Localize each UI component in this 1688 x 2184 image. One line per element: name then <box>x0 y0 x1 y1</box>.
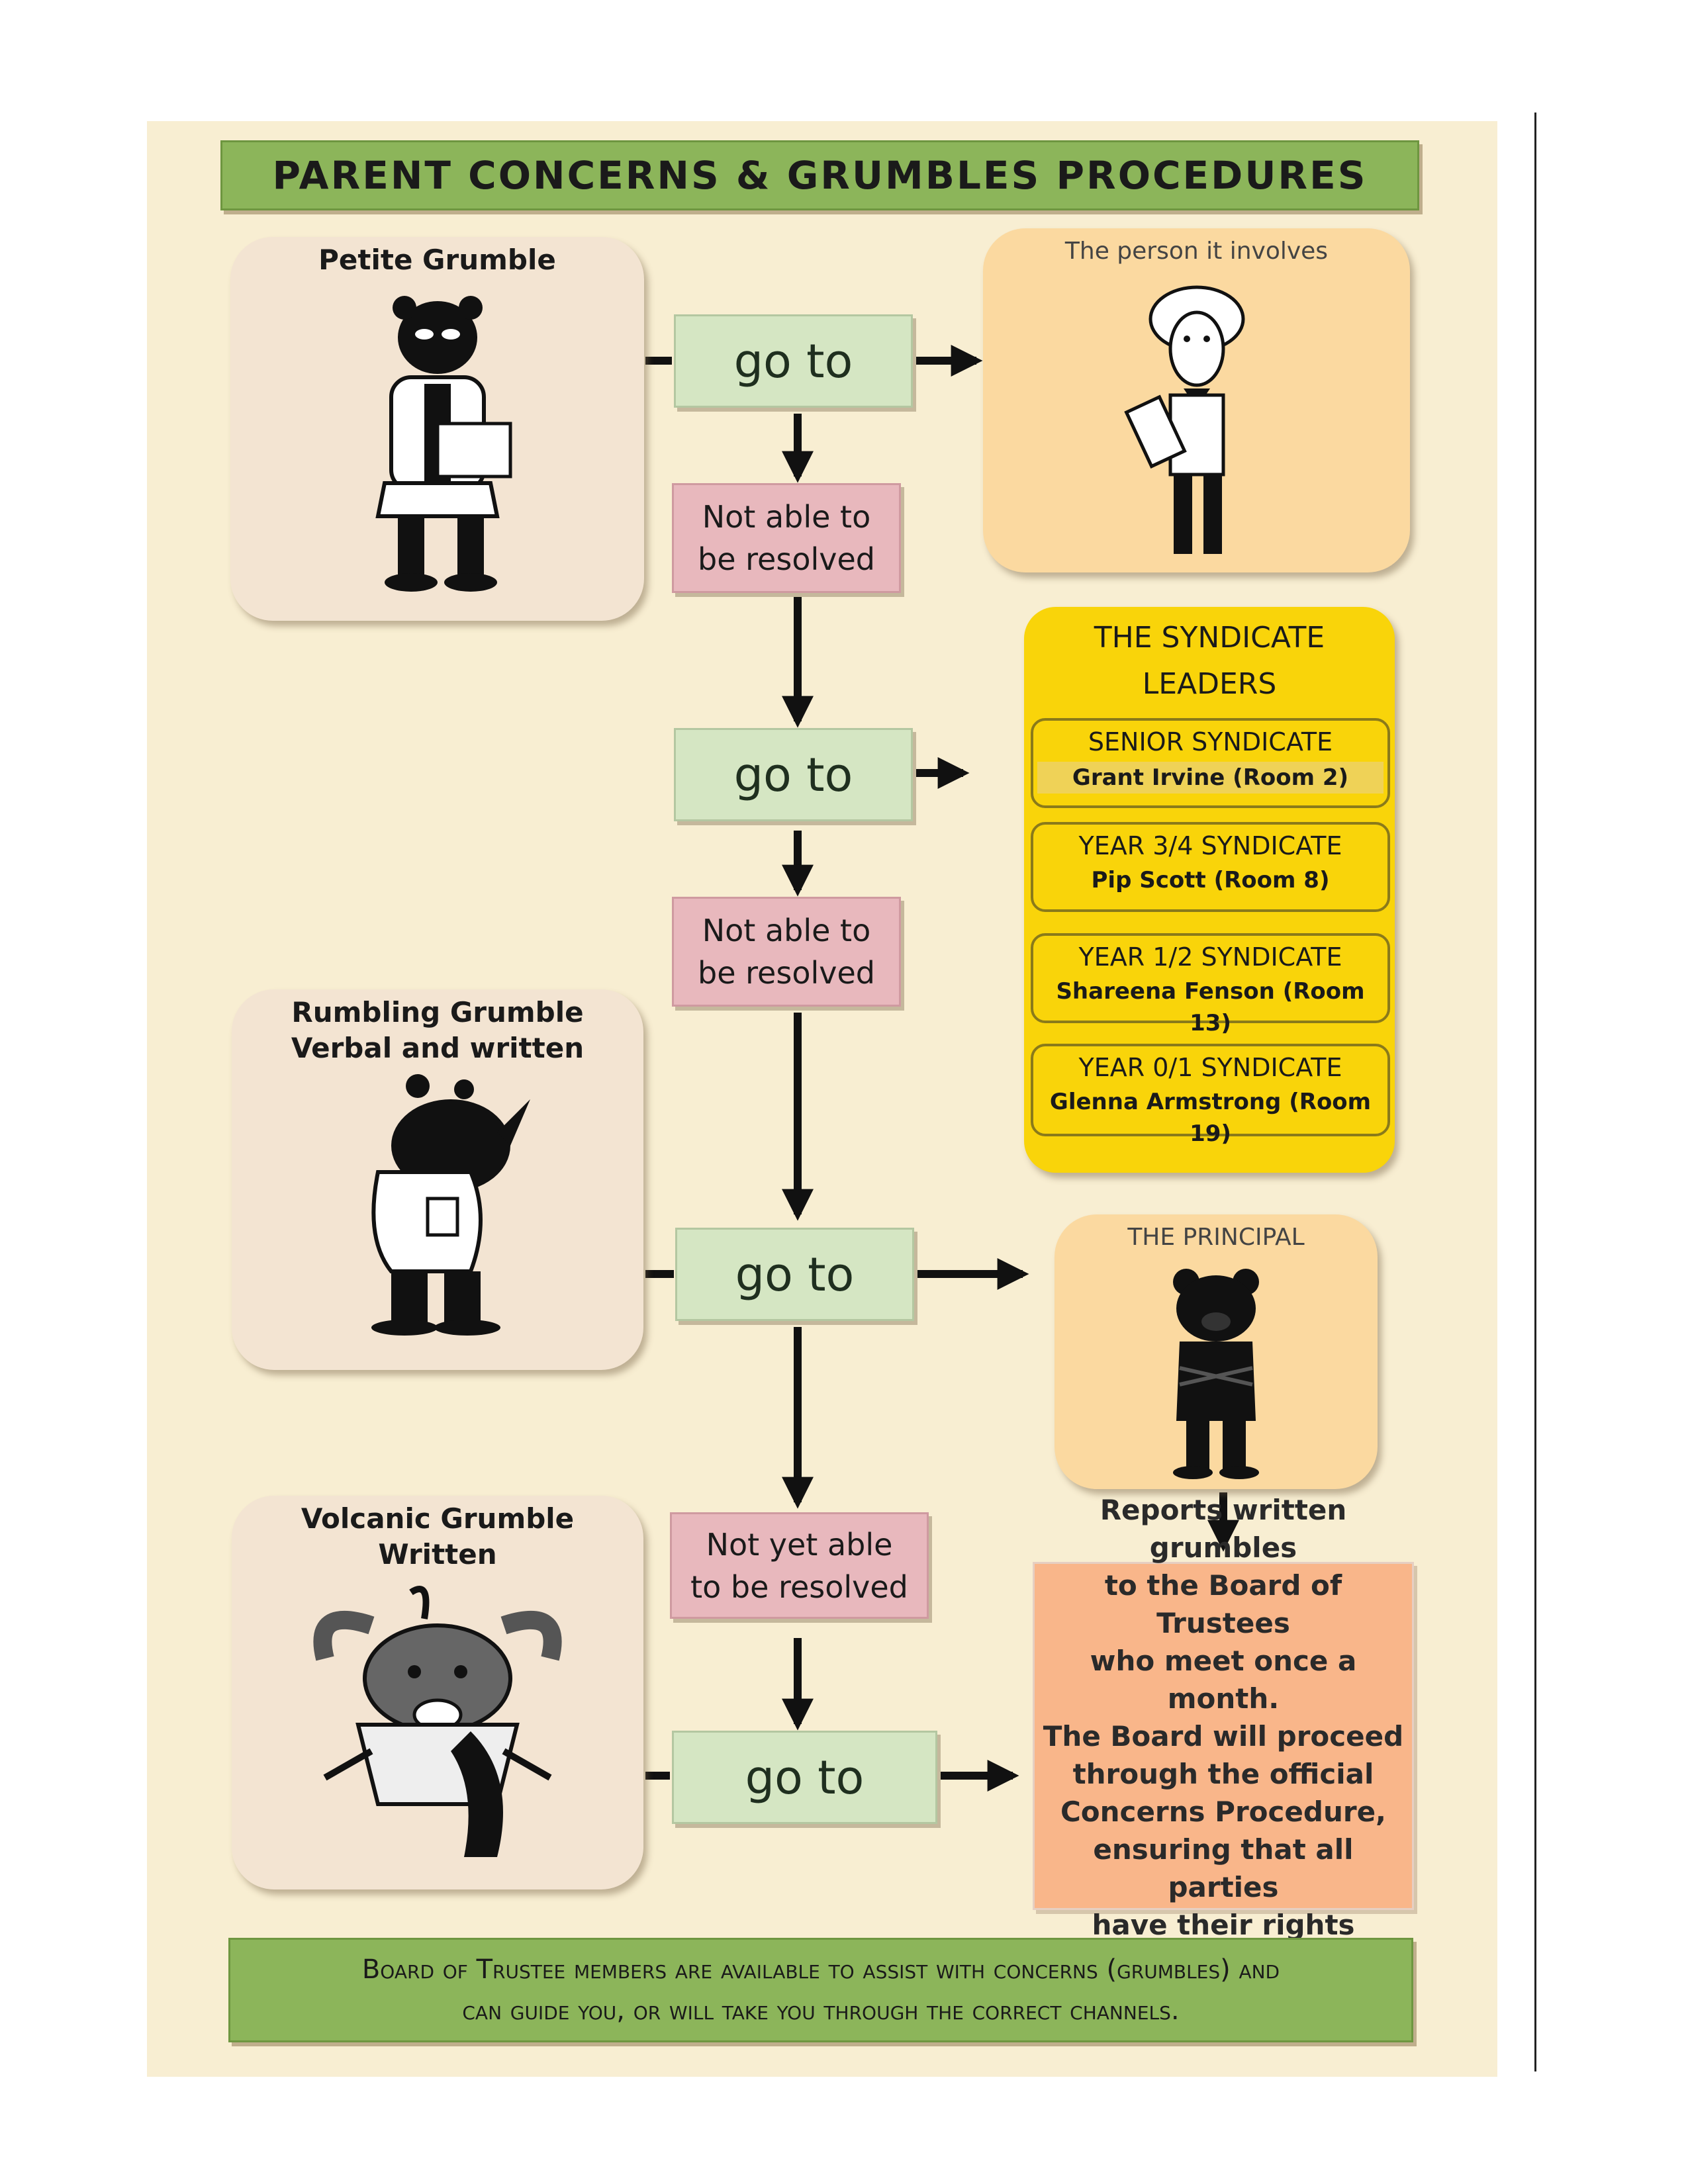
syndicate-group-leader: Shareena Fenson (Room 13) <box>1056 978 1365 1036</box>
not-resolved-line-2: be resolved <box>698 955 875 991</box>
not-yet-line-2: to be resolved <box>690 1569 908 1605</box>
not-resolved-box-1: Not able to be resolved <box>672 483 901 593</box>
not-yet-resolved-box: Not yet able to be resolved <box>670 1512 929 1619</box>
not-resolved-box-2: Not able to be resolved <box>672 897 901 1007</box>
bear-writing-icon <box>375 296 512 592</box>
syndicate-group-senior: SENIOR SYNDICATE Grant Irvine (Room 2) <box>1031 718 1390 808</box>
go-to-label: go to <box>745 1750 865 1805</box>
sheep-teacher-icon <box>1123 285 1244 554</box>
not-yet-line-1: Not yet able <box>706 1526 893 1563</box>
go-to-label: go to <box>733 747 853 802</box>
syndicate-group-year-0-1: YEAR 0/1 SYNDICATE Glenna Armstrong (Roo… <box>1031 1044 1390 1147</box>
footer-line-1: Board of Trustee members are available t… <box>361 1954 1280 1985</box>
volcanic-grumble-title: Volcanic Grumble Written <box>301 1502 575 1570</box>
go-to-box-1: go to <box>674 314 913 408</box>
principal-panel: THE PRINCIPAL <box>1055 1214 1378 1489</box>
go-to-label: go to <box>733 334 853 388</box>
not-resolved-line-1: Not able to <box>702 913 871 948</box>
petite-grumble-title: Petite Grumble <box>318 244 556 276</box>
footer-banner: Board of Trustee members are available t… <box>228 1938 1413 2042</box>
syndicate-group-name: YEAR 0/1 SYNDICATE <box>1078 1053 1342 1082</box>
petite-grumble-panel: Petite Grumble <box>230 237 644 621</box>
syndicate-group-name: YEAR 1/2 SYNDICATE <box>1078 942 1342 972</box>
syndicate-leaders-panel: THE SYNDICATE LEADERS SENIOR SYNDICATE G… <box>1024 607 1395 1173</box>
not-resolved-line-2: be resolved <box>698 541 875 577</box>
syndicate-group-leader: Pip Scott (Room 8) <box>1091 867 1330 893</box>
rumbling-grumble-title: Rumbling Grumble Verbal and written <box>291 996 585 1064</box>
syndicate-group-leader: Grant Irvine (Room 2) <box>1037 762 1383 794</box>
go-to-box-2: go to <box>674 728 913 821</box>
rhino-steaming-icon <box>371 1074 530 1336</box>
page-title: PARENT CONCERNS & GRUMBLES PROCEDURES <box>220 140 1419 210</box>
bull-angry-icon <box>313 1586 562 1857</box>
syndicate-group-leader: Glenna Armstrong (Room 19) <box>1049 1089 1372 1147</box>
syndicate-title: THE SYNDICATE LEADERS <box>1094 621 1325 701</box>
bear-principal-icon <box>1173 1269 1259 1479</box>
person-involved-panel: The person it involves <box>983 228 1410 572</box>
go-to-box-4: go to <box>672 1731 937 1824</box>
syndicate-group-name: SENIOR SYNDICATE <box>1088 727 1333 756</box>
margin-rule <box>1534 113 1536 2071</box>
syndicate-group-year-3-4: YEAR 3/4 SYNDICATE Pip Scott (Room 8) <box>1031 822 1390 912</box>
go-to-box-3: go to <box>675 1228 914 1321</box>
not-resolved-line-1: Not able to <box>702 499 871 535</box>
person-involved-title: The person it involves <box>1064 238 1329 265</box>
page-title-text: PARENT CONCERNS & GRUMBLES PROCEDURES <box>272 153 1368 198</box>
syndicate-group-year-1-2: YEAR 1/2 SYNDICATE Shareena Fenson (Room… <box>1031 933 1390 1036</box>
go-to-label: go to <box>735 1247 855 1302</box>
board-report-box: Reports written grumbles to the Board of… <box>1033 1494 1414 1979</box>
volcanic-grumble-panel: Volcanic Grumble Written <box>232 1496 643 1889</box>
principal-title: THE PRINCIPAL <box>1127 1224 1305 1251</box>
footer-line-2: can guide you, or will take you through … <box>462 1995 1180 2026</box>
rumbling-grumble-panel: Rumbling Grumble Verbal and written <box>232 989 643 1370</box>
syndicate-group-name: YEAR 3/4 SYNDICATE <box>1078 831 1342 860</box>
